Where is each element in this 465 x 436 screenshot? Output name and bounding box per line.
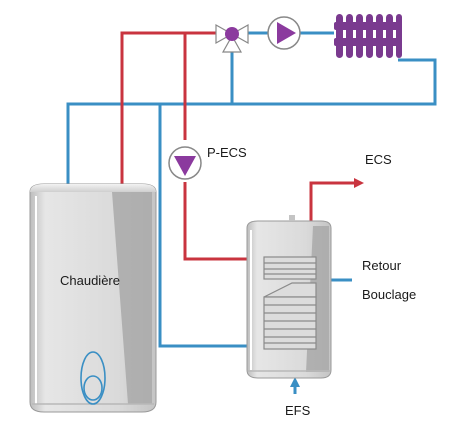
- dhw-pump-icon: [168, 146, 202, 180]
- cold-water-label: EFS: [285, 403, 311, 418]
- dhw-pump-out-pipe: [183, 182, 264, 261]
- dhw-outlet-pipe: [309, 181, 356, 222]
- heat-exchanger-coil: [263, 256, 317, 350]
- three-way-valve-icon: [215, 23, 249, 53]
- radiator-return-pipe: [66, 58, 437, 186]
- cold-water-arrow-icon: [290, 377, 300, 387]
- circulator-pump-icon: [267, 16, 301, 50]
- return-pipes: [66, 31, 437, 394]
- coil-return-pipe: [158, 104, 264, 348]
- return-label: Retour: [362, 258, 402, 273]
- supply-pipes: [120, 31, 356, 261]
- flame-icon: [80, 351, 106, 405]
- dhw-out-arrow-icon: [354, 178, 364, 188]
- dhw-tank: [246, 215, 332, 379]
- dhw-out-label: ECS: [365, 152, 392, 167]
- boiler: [29, 183, 157, 413]
- radiator-icon: [334, 14, 402, 58]
- recirculation-label: Bouclage: [362, 287, 417, 302]
- boiler-label: Chaudière: [60, 273, 120, 288]
- dhw-pump-label: P-ECS: [207, 145, 247, 160]
